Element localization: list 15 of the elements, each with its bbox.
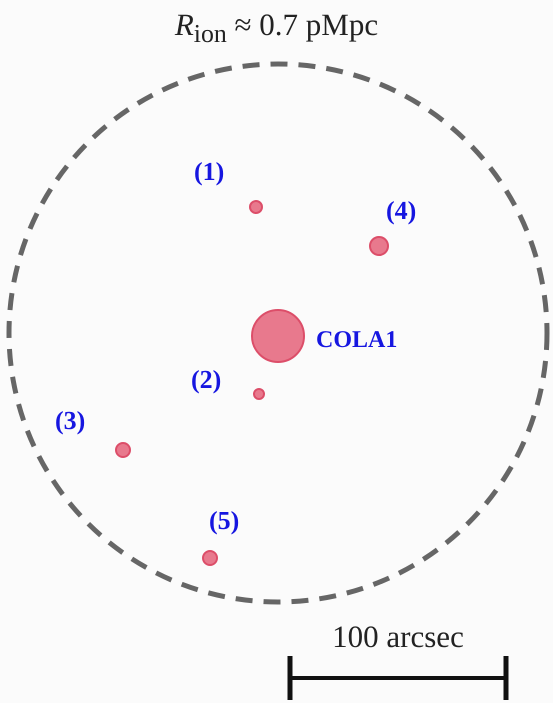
dashed-ring: [6, 62, 550, 604]
source-dot: [115, 442, 131, 458]
object-label: (2): [191, 367, 222, 393]
source-dot: [202, 550, 218, 566]
object-label: (4): [386, 198, 416, 224]
object-label: (5): [209, 508, 240, 534]
source-dot: [369, 236, 389, 256]
object-label: (1): [194, 159, 224, 185]
object-label: (3): [55, 408, 86, 434]
source-dot: [251, 309, 305, 363]
title: R$_{ion}$ ≈ 0.7 pMpc: [174, 6, 380, 50]
source-dot: [253, 388, 265, 400]
scale-label: 100 arcsec: [331, 620, 465, 654]
object-label: COLA1: [316, 328, 398, 352]
source-dot: [249, 200, 263, 214]
